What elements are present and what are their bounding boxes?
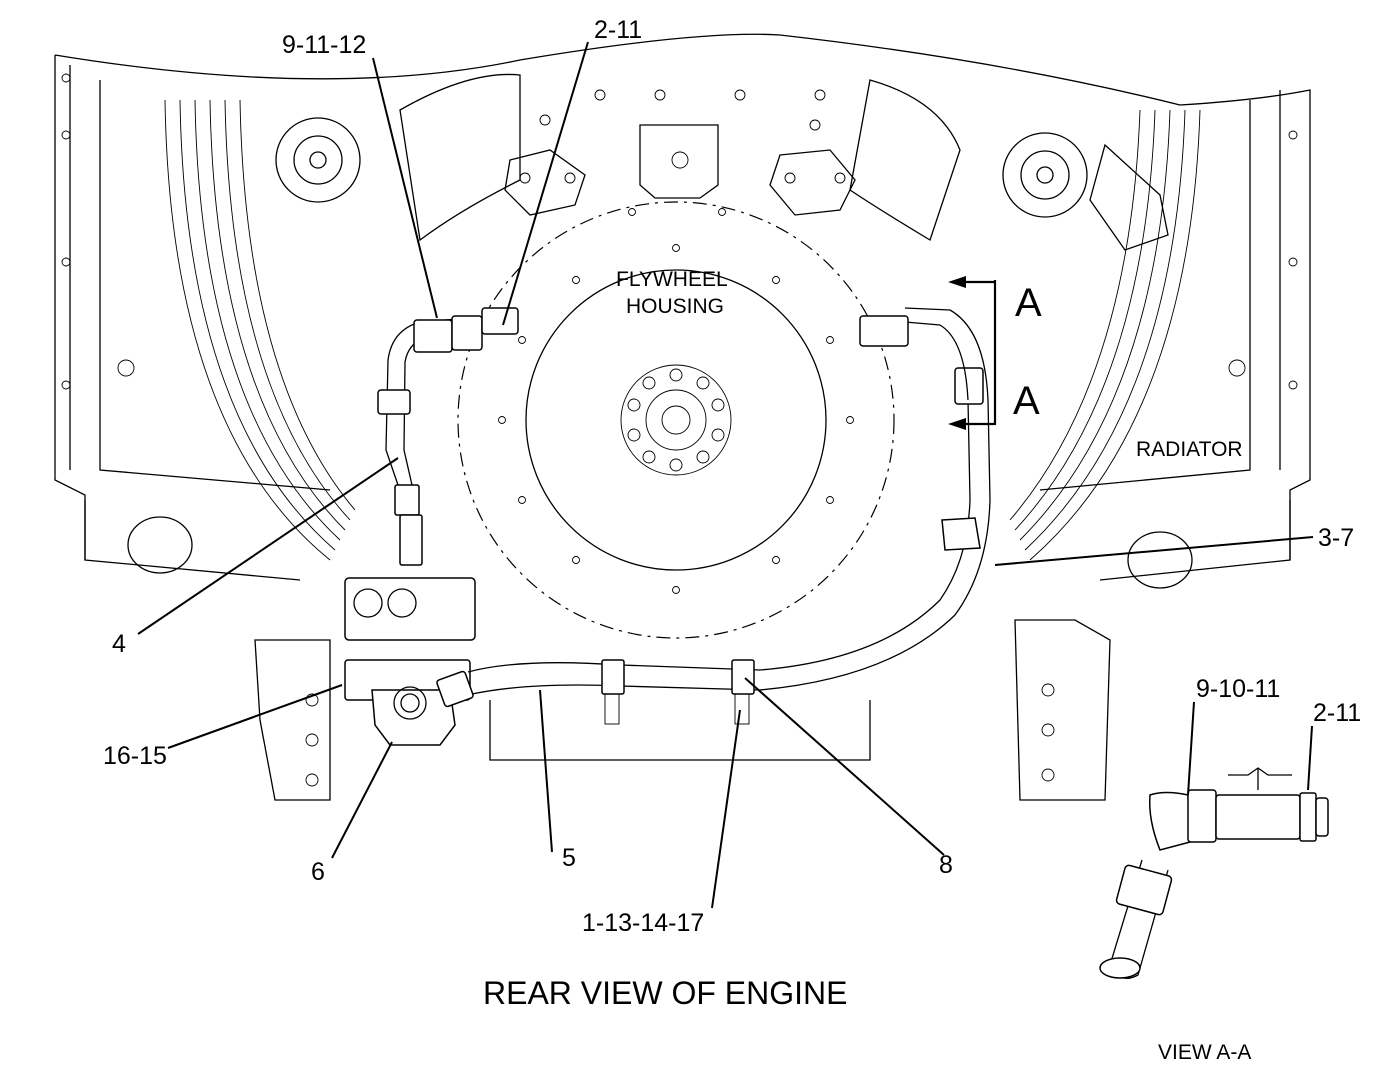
section-marker-a-upper: A	[1015, 281, 1042, 325]
callout-2-11-top: 2-11	[594, 16, 642, 44]
detail-view-label: VIEW A-A	[1158, 1041, 1251, 1064]
leader-lines	[137, 41, 1314, 909]
drawing-title: REAR VIEW OF ENGINE	[483, 975, 847, 1011]
radiator-fan-right	[1002, 109, 1201, 561]
section-a-a-line	[948, 276, 997, 430]
hose-bottom	[467, 307, 991, 725]
engine-block	[399, 73, 961, 242]
section-marker-a-lower: A	[1013, 379, 1040, 423]
callout-8: 8	[939, 851, 953, 879]
label-housing: HOUSING	[626, 295, 724, 318]
callout-2-11-detail: 2-11	[1313, 699, 1361, 727]
engine-mounts	[254, 619, 1111, 801]
label-radiator: RADIATOR	[1136, 438, 1243, 461]
callout-4: 4	[112, 630, 126, 658]
flywheel-housing	[457, 201, 895, 639]
radiator-fan-left	[164, 99, 361, 561]
detail-view-a-a	[1099, 767, 1329, 979]
radiator-frame	[54, 33, 1311, 589]
callout-16-15: 16-15	[103, 742, 167, 770]
callout-9-10-11: 9-10-11	[1196, 675, 1280, 703]
callout-5: 5	[562, 844, 576, 872]
filter-base-assembly	[344, 577, 476, 746]
callout-1-13-14-17: 1-13-14-17	[582, 909, 704, 937]
callout-3-7: 3-7	[1318, 524, 1354, 552]
label-flywheel: FLYWHEEL	[616, 268, 728, 291]
callout-9-11-12: 9-11-12	[282, 31, 366, 59]
hose-left	[377, 307, 519, 566]
callout-6: 6	[311, 858, 325, 886]
